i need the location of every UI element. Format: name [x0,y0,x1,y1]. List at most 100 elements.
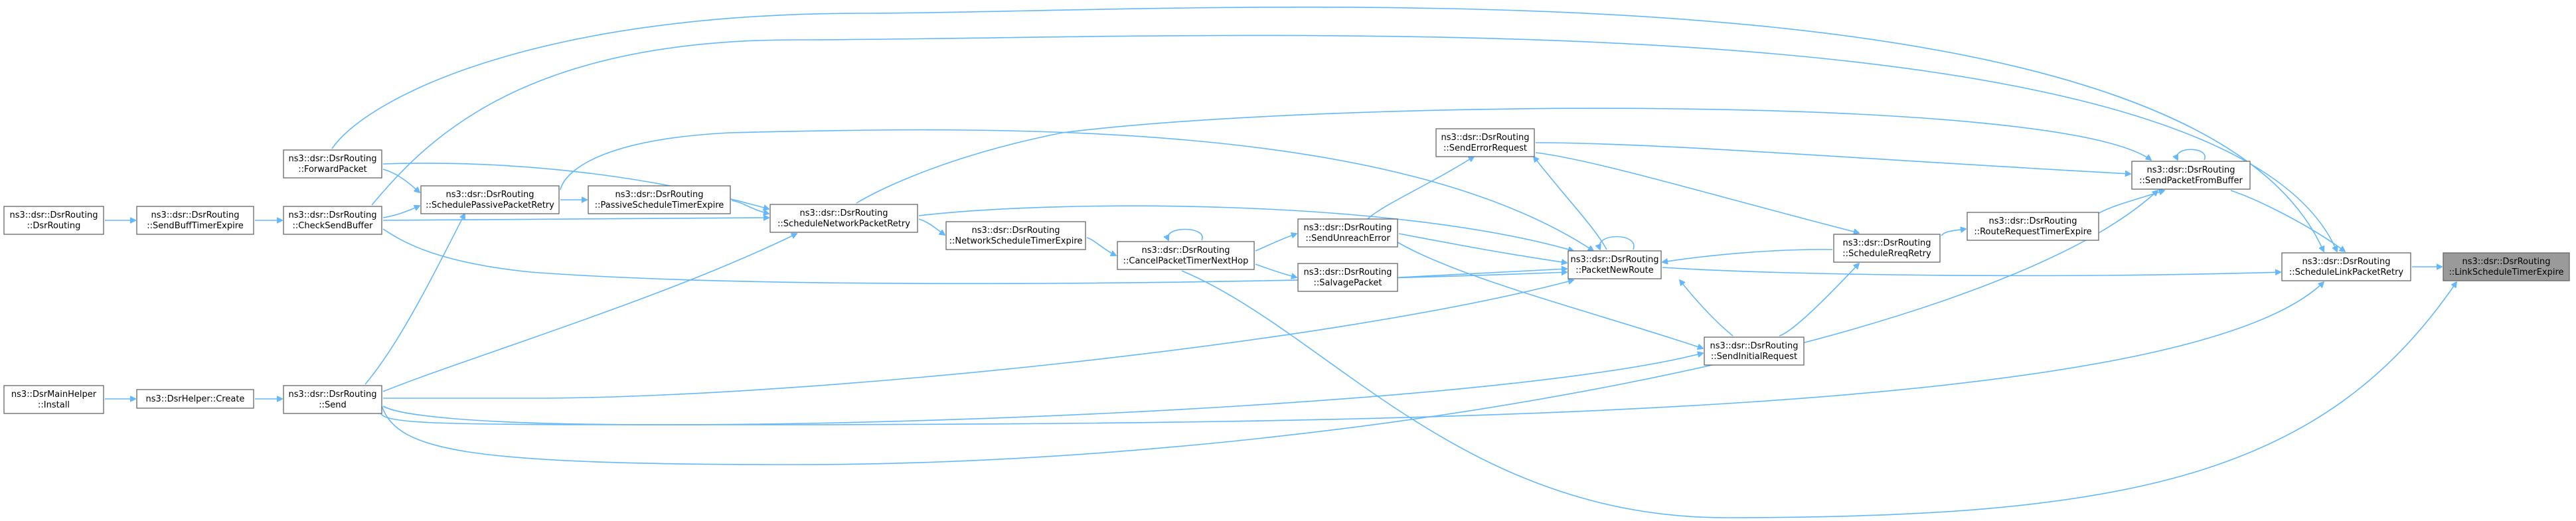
node-label: ::SendPacketFromBuffer [2139,176,2243,186]
call-edge [1398,269,1567,278]
call-edge [1086,237,1116,256]
node-box [283,385,382,414]
node-label: ns3::dsr::DsrRouting [2462,257,2551,267]
node-install[interactable]: ns3::DsrMainHelper::Install [3,385,104,414]
node-box [1967,212,2099,241]
node-box [588,185,731,214]
node-label: ns3::dsr::DsrRouting [151,210,240,220]
node-schedule-network-packet-retry[interactable]: ns3::dsr::DsrRouting::ScheduleNetworkPac… [769,204,918,233]
node-check-send-buffer[interactable]: ns3::dsr::DsrRouting::CheckSendBuffer [283,206,382,235]
node-label: ns3::dsr::DsrRouting [1710,341,1799,351]
node-box [283,149,382,179]
node-send-unreach-error[interactable]: ns3::dsr::DsrRouting::SendUnreachError [1297,218,1398,248]
node-label: ns3::DsrHelper::Create [146,394,245,404]
node-label: ns3::dsr::DsrRouting [1989,216,2077,226]
call-edge [382,353,1703,425]
node-label: ::ScheduleNetworkPacketRetry [777,219,910,229]
node-create[interactable]: ns3::DsrHelper::Create [136,389,254,409]
node-schedule-link-packet-retry[interactable]: ns3::dsr::DsrRouting::ScheduleLinkPacket… [2281,252,2411,281]
node-send[interactable]: ns3::dsr::DsrRouting::Send [283,385,382,414]
node-label: ns3::dsr::DsrRouting [1441,133,1530,143]
call-edge [382,206,420,218]
call-edge [918,218,945,235]
nodes: ns3::dsr::DsrRouting::LinkScheduleTimerE… [3,128,2570,414]
node-send-packet-from-buffer[interactable]: ns3::dsr::DsrRouting::SendPacketFromBuff… [2131,161,2251,190]
node-label: ::CancelPacketTimerNextHop [1123,256,1249,266]
node-schedule-passive-packet-retry[interactable]: ns3::dsr::DsrRouting::SchedulePassivePac… [420,185,560,214]
node-label: ns3::dsr::DsrRouting [2302,257,2391,267]
call-edge [1255,234,1297,252]
node-box [769,204,918,233]
node-send-error-request[interactable]: ns3::dsr::DsrRouting::SendErrorRequest [1435,128,1535,157]
node-box [420,185,560,214]
node-box [1704,336,1805,366]
node-schedule-rreq-retry[interactable]: ns3::dsr::DsrRouting::ScheduleRreqRetry [1833,234,1941,263]
node-box [1435,128,1535,157]
call-edge [382,218,769,221]
node-label: ns3::dsr::DsrRouting [446,190,534,200]
call-edge [1367,157,1474,220]
node-label: ns3::DsrMainHelper [11,390,97,400]
call-edge [918,205,1573,251]
node-label: ns3::dsr::DsrRouting [1142,246,1230,256]
call-edge [1535,142,2131,174]
node-send-buff-timer-expire[interactable]: ns3::dsr::DsrRouting::SendBuffTimerExpir… [136,206,254,235]
node-forward-packet[interactable]: ns3::dsr::DsrRouting::ForwardPacket [283,149,382,179]
node-send-initial-request[interactable]: ns3::dsr::DsrRouting::SendInitialRequest [1704,336,1805,366]
node-label: ::Install [38,400,70,410]
node-label: ns3::dsr::DsrRouting [10,210,98,220]
node-label: ns3::dsr::DsrRouting [800,208,888,218]
call-edge [856,108,2151,204]
node-salvage-packet[interactable]: ns3::dsr::DsrRouting::SalvagePacket [1297,263,1398,292]
call-edge [1255,263,1297,277]
call-edge [382,169,420,192]
call-edge [379,282,2324,425]
call-edge [1662,267,2281,277]
call-edge [382,234,797,392]
node-label: ns3::dsr::DsrRouting [1304,223,1392,233]
node-dsr-routing[interactable]: ns3::dsr::DsrRouting::DsrRouting [3,206,104,235]
call-edge [1398,233,1567,263]
node-label: ::ForwardPacket [298,165,367,175]
node-box [2131,161,2251,190]
call-edge [1181,270,2456,518]
node-label: ns3::dsr::DsrRouting [1843,238,1931,248]
call-edge [371,35,2337,252]
call-edge [560,129,1593,251]
node-label: ::SalvagePacket [1313,278,1382,288]
node-label: ::LinkScheduleTimerExpire [2449,267,2563,277]
node-box [2281,252,2411,281]
node-box [945,221,1086,250]
node-link-schedule-timer-expire[interactable]: ns3::dsr::DsrRouting::LinkScheduleTimerE… [2443,252,2570,281]
node-box [1568,250,1662,279]
node-label: ::SendBuffTimerExpire [147,221,244,231]
call-edge [1680,280,1733,336]
node-packet-new-route[interactable]: ns3::dsr::DsrRouting::PacketNewRoute [1568,250,1662,279]
call-edge [1397,242,1703,348]
node-box [283,206,382,235]
node-label: ::PassiveScheduleTimerExpire [595,200,724,210]
node-route-request-timer-expire[interactable]: ns3::dsr::DsrRouting::RouteRequestTimerE… [1967,212,2099,241]
call-edge [1534,157,1607,250]
node-cancel-packet-timer-next-hop[interactable]: ns3::dsr::DsrRouting::CancelPacketTimerN… [1117,241,1255,270]
node-label: ns3::dsr::DsrRouting [615,190,704,200]
call-edge [1662,249,1833,262]
node-label: ::Send [319,400,347,410]
node-label: ::PacketNewRoute [1575,265,1653,275]
node-label: ::SendErrorRequest [1443,143,1527,153]
node-label: ::ScheduleLinkPacketRetry [2289,267,2404,277]
node-label: ns3::dsr::DsrRouting [289,154,377,164]
node-passive-schedule-timer-expire[interactable]: ns3::dsr::DsrRouting::PassiveScheduleTim… [588,185,731,214]
node-box [1297,218,1398,248]
call-edge [383,280,1573,399]
call-edge [1168,228,1203,241]
node-label: ::RouteRequestTimerExpire [1974,227,2091,237]
node-box [136,206,254,235]
node-label: ::ScheduleRreqRetry [1842,249,1931,259]
node-network-schedule-timer-expire[interactable]: ns3::dsr::DsrRouting::NetworkScheduleTim… [945,221,1086,250]
node-box [1117,241,1255,270]
call-edge [2230,190,2345,252]
call-edge [381,190,2158,465]
node-label: ns3::dsr::DsrRouting [2147,165,2235,175]
